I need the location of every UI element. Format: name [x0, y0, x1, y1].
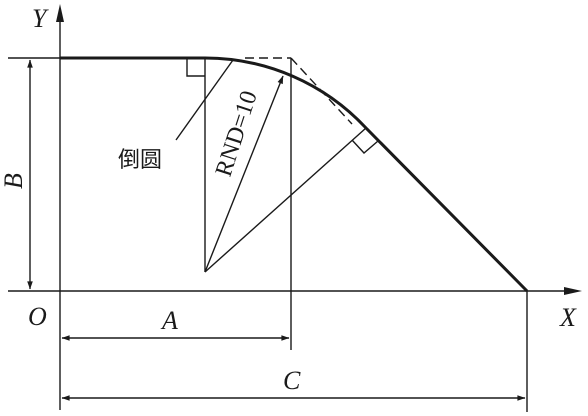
radius-line-to-tangent — [204, 127, 367, 273]
fillet-label: 倒圆 — [118, 148, 163, 173]
fillet-leader-line — [175, 59, 234, 141]
dimension-c-label: C — [283, 366, 301, 395]
right-angle-mark-top — [186, 58, 205, 77]
origin-label: O — [28, 302, 47, 331]
dimension-a-label: A — [162, 306, 178, 335]
x-axis-arrow — [564, 287, 582, 295]
x-axis-label: X — [560, 303, 576, 332]
contour-path — [60, 56, 529, 293]
right-angle-mark-slope — [351, 139, 379, 154]
y-axis-arrow — [56, 4, 64, 22]
dimension-b-label: B — [0, 173, 28, 189]
radius-dimension-arrow — [204, 75, 284, 273]
y-axis-label: Y — [32, 4, 47, 33]
